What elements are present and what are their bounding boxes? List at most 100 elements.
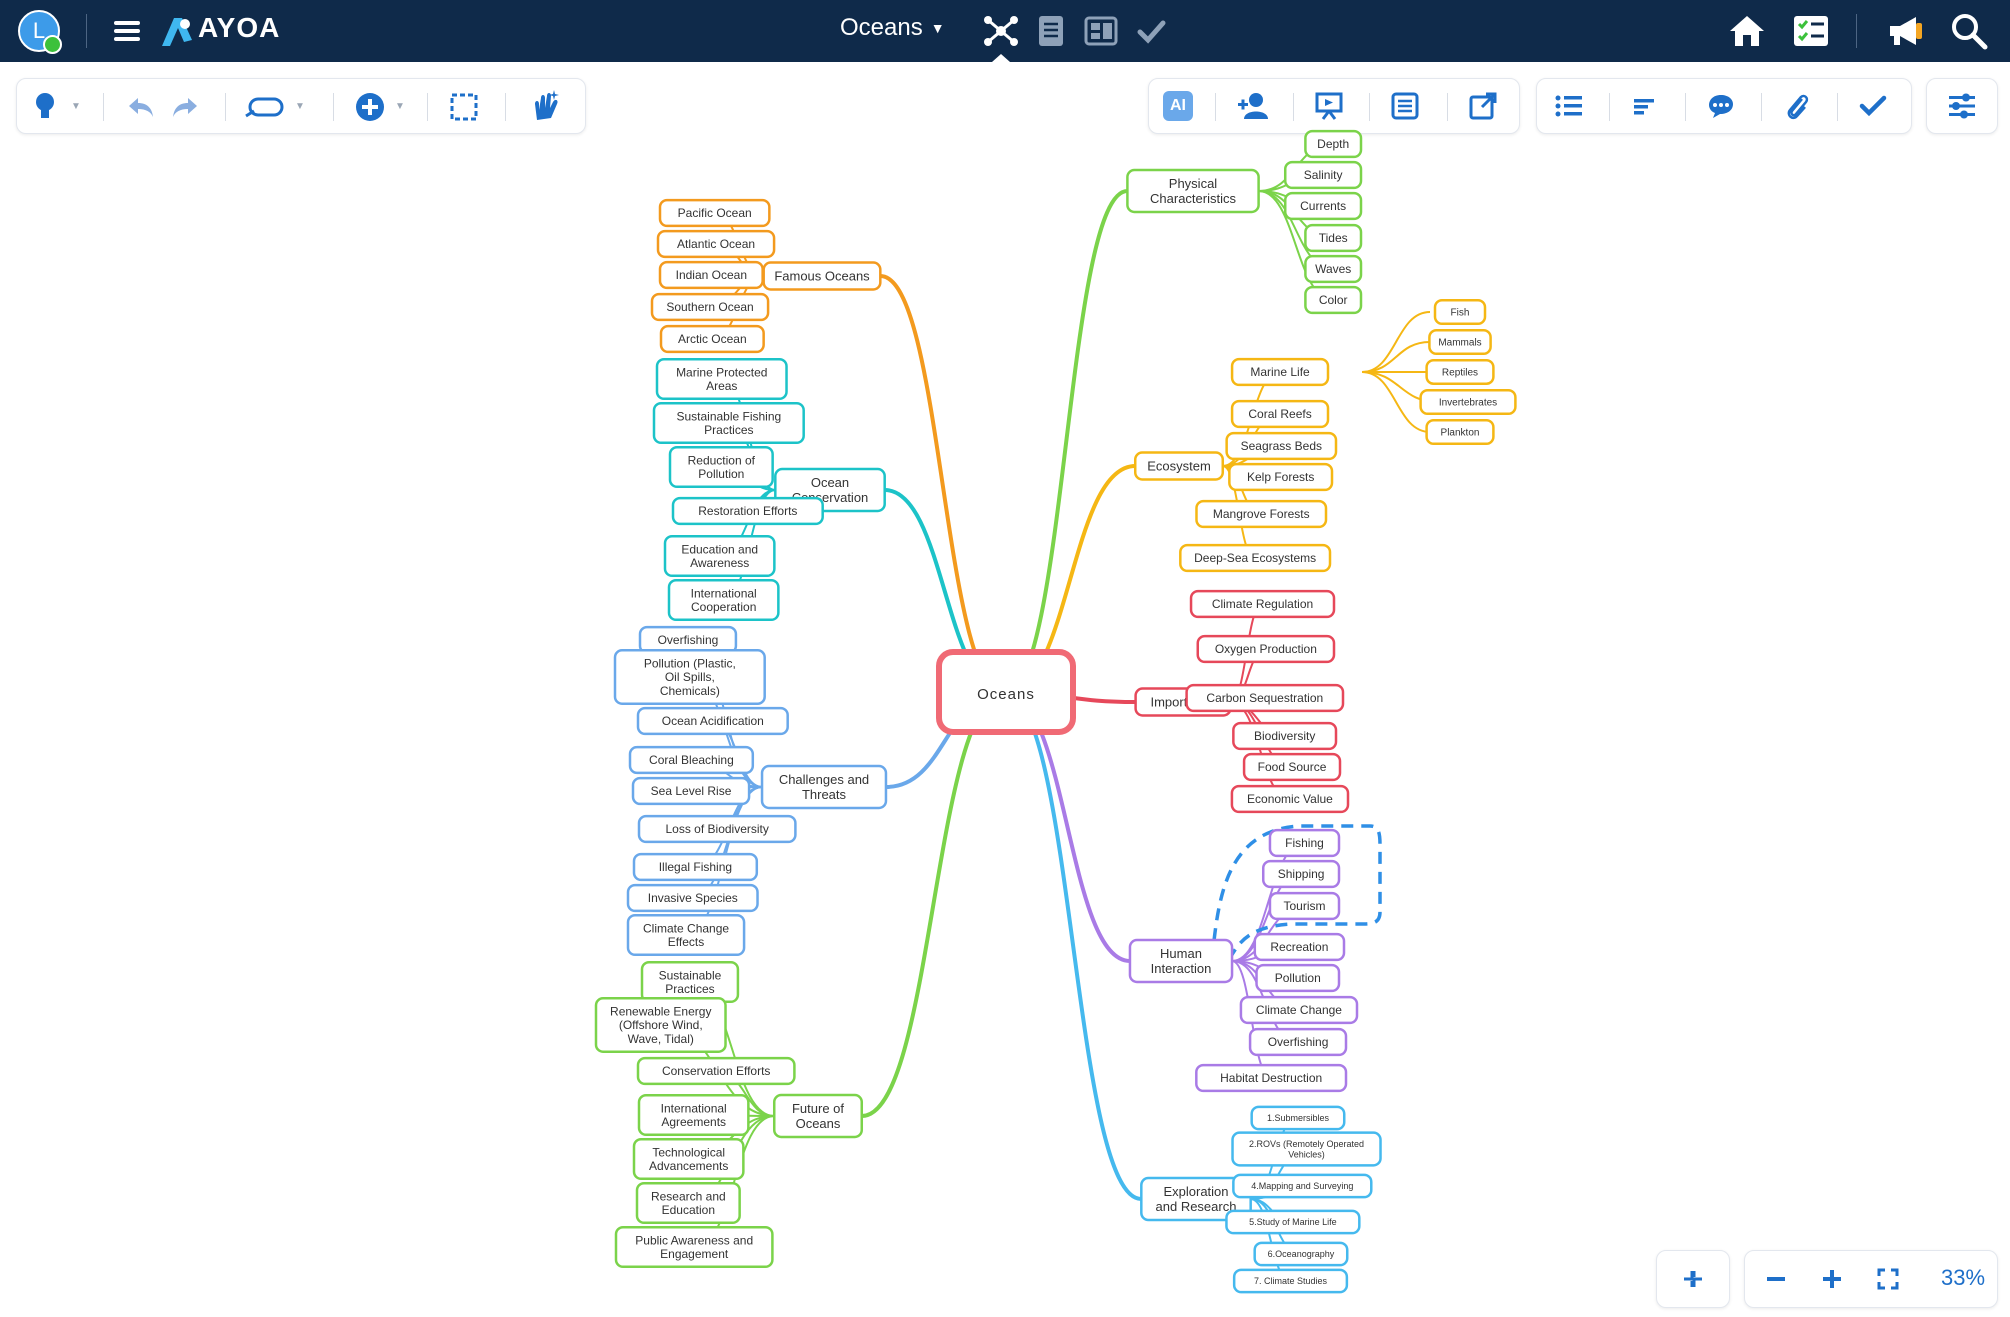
add-branch-icon[interactable] [351, 88, 389, 126]
list-view-icon[interactable] [1551, 89, 1587, 123]
marine-life-node[interactable]: Plankton [1425, 419, 1495, 445]
chevron-down-icon[interactable]: ▼ [71, 100, 81, 112]
sub-topic-node[interactable]: Waves [1304, 254, 1363, 284]
sub-topic-node[interactable]: Restoration Efforts [671, 496, 824, 526]
sub-topic-node[interactable]: Indian Ocean [658, 260, 764, 290]
sub-topic-node[interactable]: Southern Ocean [650, 292, 770, 322]
sub-topic-node[interactable]: Ocean Acidification [636, 706, 789, 736]
zoom-in-icon[interactable] [1815, 1263, 1849, 1295]
announcements-megaphone-icon[interactable] [1884, 10, 1926, 52]
mind-map-view-icon[interactable] [982, 12, 1020, 50]
sub-topic-node[interactable]: Pollution (Plastic,Oil Spills,Chemicals) [613, 649, 766, 705]
sub-topic-node[interactable]: Climate Change [1239, 995, 1359, 1025]
sub-topic-node[interactable]: Tourism [1268, 891, 1341, 921]
text-align-icon[interactable] [1627, 89, 1663, 123]
branch-shape-icon[interactable] [243, 89, 287, 125]
redo-icon[interactable] [167, 89, 203, 125]
ai-assistant-button[interactable]: AI [1163, 91, 1193, 121]
sub-topic-node[interactable]: Coral Reefs [1230, 399, 1330, 429]
attachment-paperclip-icon[interactable] [1779, 89, 1815, 123]
sub-topic-node[interactable]: Illegal Fishing [632, 852, 759, 882]
chevron-down-icon[interactable]: ▼ [295, 100, 305, 112]
app-logo-text[interactable]: AYOA [198, 12, 281, 43]
complete-checkmark-icon[interactable] [1855, 89, 1891, 123]
idea-lightbulb-icon[interactable] [27, 87, 63, 125]
marine-life-node[interactable]: Invertebrates [1419, 389, 1517, 415]
sub-topic-node[interactable]: Kelp Forests [1228, 462, 1334, 492]
chevron-down-icon[interactable]: ▼ [395, 100, 405, 112]
sub-topic-node[interactable]: Biodiversity [1232, 721, 1338, 751]
home-icon[interactable] [1726, 10, 1768, 52]
center-map-icon[interactable] [1675, 1263, 1711, 1295]
menu-icon[interactable] [110, 16, 144, 46]
magic-hand-icon[interactable] [525, 87, 565, 125]
sub-topic-node[interactable]: Deep-Sea Ecosystems [1179, 543, 1332, 573]
sub-topic-node[interactable]: Mangrove Forests [1195, 499, 1328, 529]
sub-topic-node[interactable]: Food Source [1242, 752, 1342, 782]
sub-topic-node[interactable]: Salinity [1283, 160, 1363, 190]
sub-topic-node[interactable]: Coral Bleaching [628, 745, 755, 775]
zoom-out-icon[interactable] [1759, 1263, 1793, 1295]
sub-topic-node[interactable]: Overfishing [1248, 1027, 1348, 1057]
branch-node[interactable]: Famous Oceans [762, 261, 882, 291]
document-view-icon[interactable] [1034, 12, 1068, 50]
undo-icon[interactable] [123, 89, 159, 125]
task-view-icon[interactable] [1132, 12, 1170, 50]
marine-life-node[interactable]: Reptiles [1425, 359, 1495, 385]
sub-topic-node[interactable]: Loss of Biodiversity [637, 814, 797, 844]
presentation-icon[interactable] [1311, 89, 1347, 123]
share-export-icon[interactable] [1465, 89, 1501, 123]
board-view-icon[interactable] [1082, 12, 1120, 50]
sub-topic-node[interactable]: Color [1304, 285, 1363, 315]
document-title-dropdown[interactable]: Oceans▼ [840, 14, 945, 42]
sub-topic-node[interactable]: Conservation Efforts [636, 1056, 796, 1086]
sub-topic-node[interactable]: Pollution [1255, 963, 1341, 993]
sub-topic-node[interactable]: Invasive Species [626, 883, 759, 913]
sub-topic-node[interactable]: Habitat Destruction [1195, 1063, 1348, 1093]
sub-topic-node[interactable]: Marine Life [1230, 357, 1330, 387]
sub-topic-node[interactable]: 7. Climate Studies [1232, 1268, 1349, 1294]
notes-icon[interactable] [1387, 89, 1423, 123]
sub-topic-node[interactable]: Fishing [1268, 828, 1341, 858]
sub-topic-node[interactable]: 4.Mapping and Surveying [1232, 1173, 1373, 1199]
sub-topic-node[interactable]: Climate Regulation [1189, 589, 1336, 619]
fit-to-screen-icon[interactable] [1871, 1263, 1905, 1295]
sub-topic-node[interactable]: Shipping [1261, 859, 1341, 889]
sub-topic-node[interactable]: Recreation [1253, 932, 1346, 962]
search-icon[interactable] [1948, 10, 1990, 52]
sub-topic-node[interactable]: 1.Submersibles [1250, 1105, 1346, 1131]
sub-topic-node[interactable]: Carbon Sequestration [1185, 683, 1345, 713]
branch-node[interactable]: Ecosystem [1133, 451, 1225, 481]
sub-topic-node[interactable]: 6.Oceanography [1253, 1241, 1349, 1267]
sub-topic-node[interactable]: Economic Value [1230, 784, 1350, 814]
sub-topic-node[interactable]: Depth [1304, 129, 1363, 159]
central-topic[interactable]: Oceans [936, 649, 1076, 735]
sub-topic-node[interactable]: Arctic Ocean [659, 324, 765, 354]
marine-life-node[interactable]: Mammals [1428, 329, 1492, 355]
sub-topic-node[interactable]: 5.Study of Marine Life [1225, 1209, 1361, 1235]
tasks-checklist-icon[interactable] [1790, 10, 1832, 52]
add-user-icon[interactable] [1235, 89, 1271, 123]
sub-topic-node[interactable]: Currents [1283, 191, 1363, 221]
sub-topic-node[interactable]: Atlantic Ocean [656, 229, 776, 259]
sub-topic-node[interactable]: Oxygen Production [1196, 634, 1336, 664]
marine-life-node[interactable]: Fish [1433, 299, 1487, 325]
group-boundary[interactable] [1210, 824, 1382, 961]
